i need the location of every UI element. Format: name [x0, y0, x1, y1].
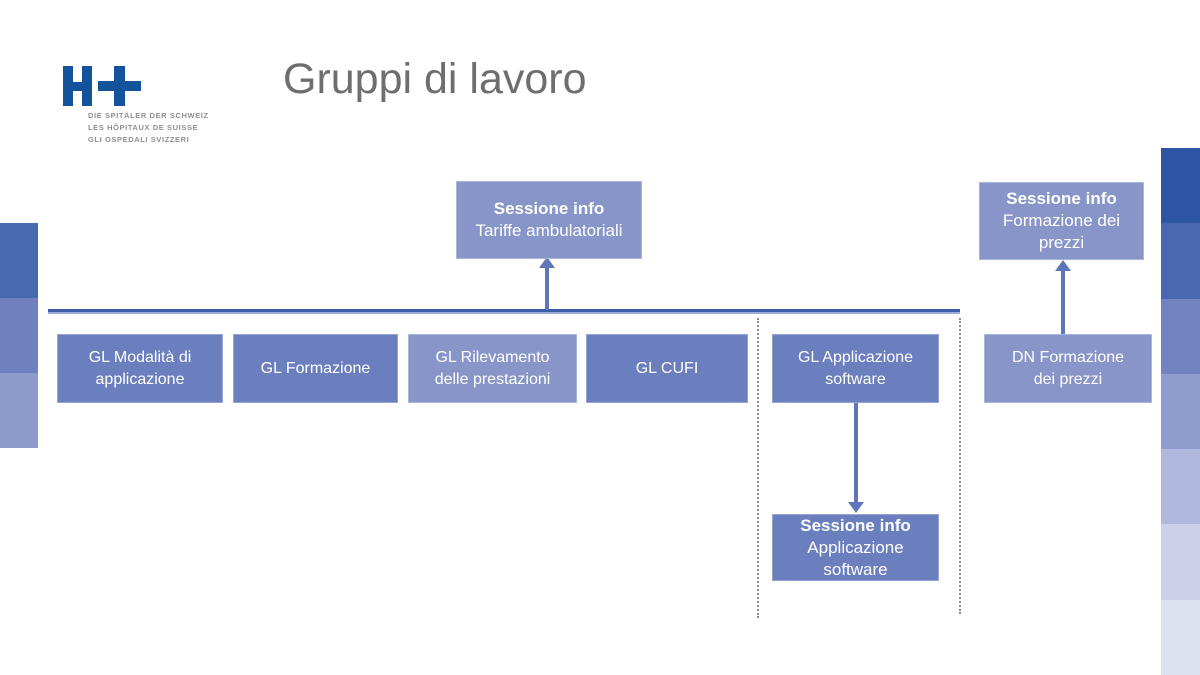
group-box-gl-formazione: GL Formazione	[233, 334, 398, 403]
left-bar-segment	[0, 373, 38, 448]
info-box-sessione-prezzi: Sessione info Formazione dei prezzi	[979, 182, 1144, 260]
logo-h-left-bar	[63, 66, 73, 106]
left-bar-segment	[0, 223, 38, 298]
logo-tagline: DIE SPITÄLER DER SCHWEIZ LES HÔPITAUX DE…	[88, 110, 209, 146]
logo-plus-horizontal	[98, 81, 141, 91]
right-bar-segment	[1161, 223, 1200, 299]
left-accent-bar	[0, 223, 38, 448]
info-box-sessione-software: Sessione info Applicazione software	[772, 514, 939, 581]
right-bar-segment	[1161, 524, 1200, 600]
logo-h-crossbar	[72, 82, 83, 91]
dotted-separator-left	[757, 318, 759, 618]
logo-tagline-line-fr: LES HÔPITAUX DE SUISSE	[88, 123, 199, 132]
connector-line	[48, 309, 960, 314]
group-box-gl-rilevamento: GL Rilevamento delle prestazioni	[408, 334, 577, 403]
info-box-subtitle: Formazione dei prezzi	[1002, 211, 1121, 252]
info-box-subtitle: Applicazione software	[807, 537, 904, 579]
arrowhead-up-icon	[539, 257, 555, 268]
info-box-title: Sessione info	[493, 199, 605, 218]
arrowhead-up-icon	[1055, 260, 1071, 271]
group-box-dn-formazione: DN Formazione dei prezzi	[984, 334, 1152, 403]
logo-tagline-line-it: GLI OSPEDALI SVIZZERI	[88, 135, 190, 144]
logo-tagline-line-de: DIE SPITÄLER DER SCHWEIZ	[88, 111, 209, 120]
group-box-gl-modalita: GL Modalità di applicazione	[57, 334, 223, 403]
right-bar-segment	[1161, 599, 1200, 675]
logo-h-right-bar	[82, 66, 92, 106]
slide-title: Gruppi di lavoro	[283, 55, 587, 103]
left-bar-segment	[0, 298, 38, 373]
arrow-shaft	[1061, 270, 1065, 335]
right-bar-segment	[1161, 373, 1200, 450]
right-bar-segment	[1161, 449, 1200, 525]
right-bar-segment	[1161, 148, 1200, 224]
info-box-title: Sessione info	[1006, 189, 1117, 208]
info-box-sessione-tariffe: Sessione info Tariffe ambulatoriali	[456, 181, 642, 259]
arrow-shaft	[854, 403, 858, 503]
info-box-subtitle: Tariffe ambulatoriali	[475, 221, 623, 240]
info-box-title: Sessione info	[800, 515, 911, 535]
group-box-gl-cufi: GL CUFI	[586, 334, 748, 403]
right-accent-bar	[1161, 148, 1200, 675]
arrow-shaft	[545, 267, 549, 310]
arrowhead-down-icon	[848, 502, 864, 513]
dotted-separator-right	[959, 318, 961, 614]
group-box-gl-applicazione: GL Applicazione software	[772, 334, 939, 403]
right-bar-segment	[1161, 298, 1200, 374]
